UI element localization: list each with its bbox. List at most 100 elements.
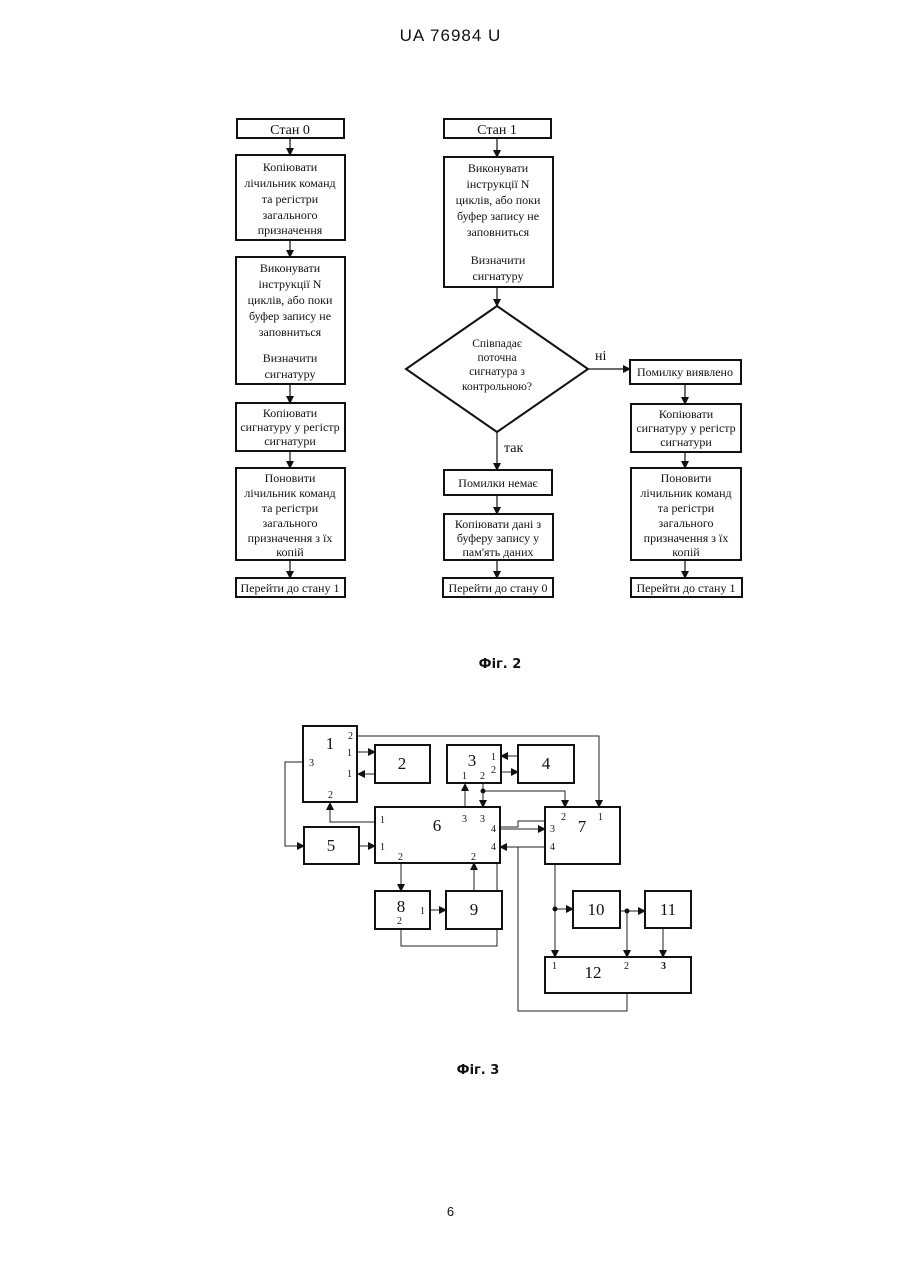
svg-text:4: 4 [550, 842, 555, 853]
svg-text:2: 2 [624, 961, 629, 972]
svg-text:9: 9 [470, 900, 479, 919]
svg-text:1: 1 [380, 842, 385, 853]
svg-text:3: 3 [480, 814, 485, 825]
svg-text:Копіювати дані з: Копіювати дані з [455, 517, 542, 531]
svg-text:1: 1 [462, 771, 467, 782]
svg-text:пам'ять даних: пам'ять даних [462, 545, 533, 559]
block-3: 3 1 2 1 2 [447, 745, 501, 783]
block-6: 6 1 1 3 3 4 4 2 2 [375, 807, 500, 863]
svg-text:заповниться: заповниться [259, 325, 322, 339]
svg-text:2: 2 [471, 852, 476, 863]
svg-text:сигнатуру у регістр: сигнатуру у регістр [240, 420, 339, 434]
state1-copy-data-box: Копіювати дані з буферу запису у пам'ять… [444, 514, 553, 560]
svg-text:7: 7 [578, 817, 587, 836]
block-12: 12 1 2 3 [545, 957, 691, 993]
svg-text:4: 4 [491, 842, 496, 853]
figure-2-caption: Фіг. 2 [440, 657, 560, 672]
page-number: 6 [0, 1204, 901, 1219]
svg-text:11: 11 [660, 900, 676, 919]
svg-text:та регістри: та регістри [658, 501, 715, 515]
svg-text:Поновити: Поновити [265, 471, 316, 485]
svg-text:1: 1 [491, 752, 496, 763]
block-1: 1 2 1 1 3 2 [303, 726, 357, 802]
svg-text:8: 8 [397, 897, 406, 916]
svg-text:сигнатура з: сигнатура з [469, 366, 525, 378]
decision-yes-label: так [504, 441, 524, 456]
state0-copy-counter-line: загального [263, 208, 318, 222]
svg-text:1: 1 [552, 961, 557, 972]
state0-copy-counter-line: та регістри [262, 192, 319, 206]
svg-text:4: 4 [542, 754, 551, 773]
svg-text:Стан 1: Стан 1 [477, 123, 517, 138]
col2-copy-signature-box: Копіювати сигнатуру у регістр сигнатури [631, 404, 741, 452]
svg-text:сигнатуру: сигнатуру [472, 269, 523, 283]
col2-goto-box: Перейти до стану 1 [631, 578, 742, 597]
block-5: 5 [304, 827, 359, 864]
state0-copy-counter-line: призначення [258, 223, 323, 237]
svg-text:2: 2 [348, 731, 353, 742]
block-11: 11 [645, 891, 691, 928]
state0-copy-counter-box: Копіювати лічильник команд та регістри з… [236, 155, 345, 240]
state1-decision-diamond: Співпадає поточна сигнатура з контрольно… [406, 306, 588, 432]
svg-text:Поновити: Поновити [661, 471, 712, 485]
block-10: 10 [573, 891, 620, 928]
svg-text:лічильник команд: лічильник команд [244, 486, 335, 500]
svg-text:призначення з їх: призначення з їх [248, 531, 333, 545]
state1-execute-box: Виконувати інструкції N циклів, або поки… [444, 157, 553, 287]
decision-no-label: ні [595, 349, 606, 364]
svg-text:Виконувати: Виконувати [260, 261, 321, 275]
svg-text:12: 12 [585, 963, 602, 982]
state0-copy-counter-line: Копіювати [263, 160, 318, 174]
state1-no-error-box: Помилки немає [444, 470, 552, 495]
svg-text:загального: загального [659, 516, 714, 530]
svg-text:Визначити: Визначити [471, 253, 526, 267]
svg-text:2: 2 [328, 790, 333, 801]
svg-text:1: 1 [380, 815, 385, 826]
svg-text:буферу запису у: буферу запису у [457, 531, 539, 545]
svg-text:3: 3 [550, 824, 555, 835]
state0-goto-box: Перейти до стану 1 [236, 578, 345, 597]
block-9: 9 [446, 891, 502, 929]
svg-text:циклів, або поки: циклів, або поки [248, 293, 333, 307]
svg-text:4: 4 [491, 824, 496, 835]
svg-text:поточна: поточна [477, 352, 516, 364]
svg-text:3: 3 [468, 751, 477, 770]
state0-copy-counter-line: лічильник команд [244, 176, 335, 190]
state1-title-box: Стан 1 [444, 119, 551, 138]
svg-text:5: 5 [327, 836, 336, 855]
svg-text:3: 3 [309, 758, 314, 769]
svg-text:Перейти до стану 0: Перейти до стану 0 [449, 581, 548, 595]
svg-text:Виконувати: Виконувати [468, 161, 529, 175]
svg-text:заповниться: заповниться [467, 225, 530, 239]
svg-text:Помилки немає: Помилки немає [458, 476, 537, 490]
svg-text:2: 2 [397, 916, 402, 927]
svg-text:сигнатуру: сигнатуру [264, 367, 315, 381]
svg-text:2: 2 [491, 765, 496, 776]
svg-text:контрольною?: контрольною? [462, 381, 532, 393]
svg-text:3: 3 [661, 961, 666, 972]
state0-title-box: Стан 0 [237, 119, 344, 138]
svg-text:Співпадає: Співпадає [472, 338, 522, 350]
svg-text:1: 1 [420, 906, 425, 917]
svg-text:копій: копій [672, 545, 700, 559]
svg-text:буфер запису не: буфер запису не [249, 309, 331, 323]
svg-text:2: 2 [398, 852, 403, 863]
svg-text:2: 2 [398, 754, 407, 773]
svg-text:Копіювати: Копіювати [659, 407, 714, 421]
svg-text:сигнатури: сигнатури [264, 434, 316, 448]
figure-3-block-diagram: 1 2 1 1 3 2 2 3 1 2 1 2 4 5 6 [285, 726, 691, 1011]
svg-text:Визначити: Визначити [263, 351, 318, 365]
block-4: 4 [518, 745, 574, 783]
state0-copy-signature-box: Копіювати сигнатуру у регістр сигнатури [236, 403, 345, 451]
svg-text:1: 1 [598, 812, 603, 823]
svg-text:2: 2 [561, 812, 566, 823]
svg-text:1: 1 [347, 769, 352, 780]
svg-text:6: 6 [433, 816, 442, 835]
svg-text:загального: загального [263, 516, 318, 530]
col2-restore-box: Поновити лічильник команд та регістри за… [631, 468, 741, 560]
svg-text:лічильник команд: лічильник команд [640, 486, 731, 500]
state0-execute-box: Виконувати інструкції N циклів, або поки… [236, 257, 345, 384]
svg-text:1: 1 [347, 748, 352, 759]
svg-text:копій: копій [276, 545, 304, 559]
